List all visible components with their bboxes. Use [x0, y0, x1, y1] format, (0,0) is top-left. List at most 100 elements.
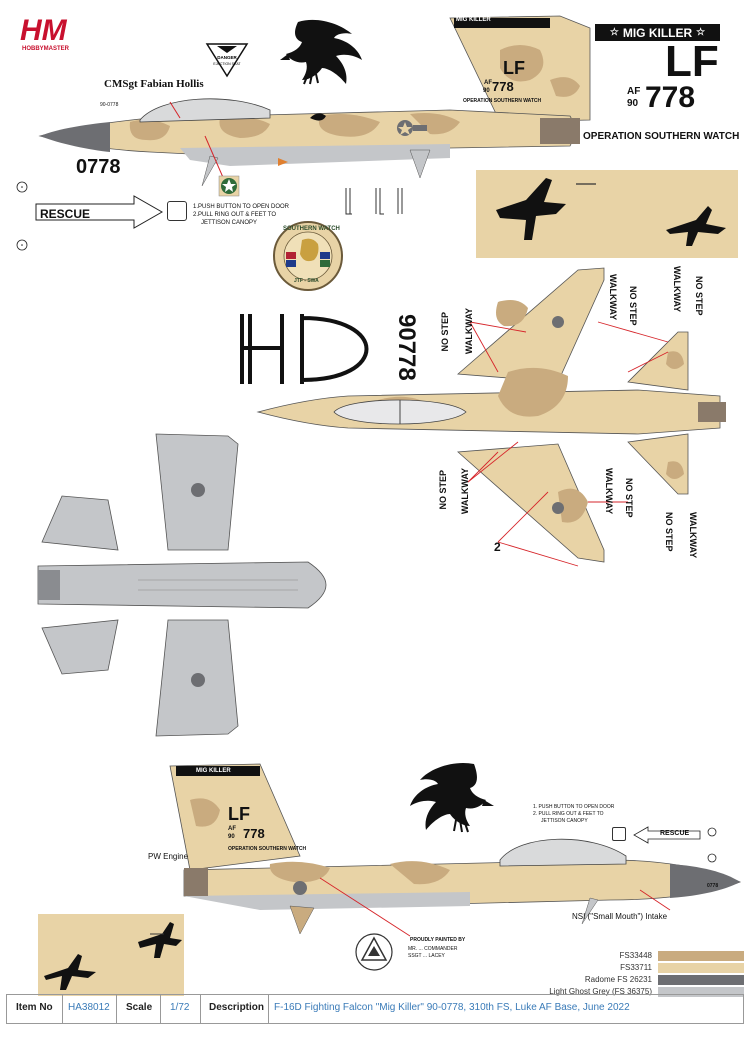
painter-names-2: SSGT ... LACEY — [408, 953, 445, 959]
painter-names-1: MR. ... COMMANDER — [408, 946, 458, 952]
serial-large: 778 — [645, 81, 696, 114]
danger-text: DANGER — [217, 55, 237, 60]
footer-divider — [200, 995, 201, 1023]
star-badge-icon — [218, 175, 240, 197]
rescue-step-2: 2.PULL RING OUT & FEET TO — [193, 212, 277, 218]
no-step-lower-left: NO STEP — [438, 470, 448, 510]
mig-killer-text: MIG KILLER — [622, 25, 693, 40]
nsi-intake-label: NSI ("Small Mouth") Intake — [572, 912, 668, 921]
af-label-large: AF — [627, 86, 641, 97]
painter-emblem — [355, 933, 393, 971]
proudly-painted-label: PROUDLY PAINTED BY — [410, 937, 466, 943]
year-on-fin: 90 — [483, 88, 490, 94]
af-on-fin-2: AF — [228, 826, 236, 832]
walkway-lower-right-1: WALKWAY — [604, 468, 614, 515]
af-on-fin: AF — [484, 80, 492, 86]
swatch-row: Light Ghost Grey (FS 36375) — [520, 986, 744, 997]
eagle-emblem-top — [280, 19, 362, 85]
serial-on-fin-2: 778 — [243, 826, 265, 841]
scale-value: 1/72 — [170, 1002, 190, 1013]
rescue-arrow-left-icon — [633, 826, 701, 844]
bracket-decals — [345, 188, 403, 215]
no-step-upper-left: NO STEP — [440, 312, 450, 352]
walkway-lower-right-2: WALKWAY — [688, 512, 698, 559]
operation-label-large: OPERATION SOUTHERN WATCH — [583, 131, 740, 142]
side-profile-top — [38, 15, 591, 187]
patch-bottom-text: JTF - SWA — [294, 278, 319, 284]
swatch-row: FS33711 — [520, 962, 744, 973]
aircraft-silhouettes-top — [496, 178, 726, 246]
nose-serial: 0778 — [76, 156, 121, 178]
walkway-upper-right-1: WALKWAY — [608, 274, 618, 321]
swatch-label: Light Ghost Grey (FS 36375) — [549, 987, 652, 996]
rescue-small-step-2: 2. PULL RING OUT & FEET TO — [533, 811, 604, 817]
year-on-fin-2: 90 — [228, 834, 235, 840]
swatch-label: FS33711 — [620, 963, 652, 972]
swatch-row: Radome FS 26231 — [520, 974, 744, 985]
mig-killer-on-fin: MIG KILLER — [456, 17, 491, 23]
mig-killer-banner: ☆ MIG KILLER ☆ — [595, 24, 720, 41]
walkway-upper-left: WALKWAY — [464, 308, 474, 355]
tail-code-on-fin-2: LF — [228, 804, 250, 824]
no-step-upper-right-2: NO STEP — [694, 276, 704, 316]
marker-circles — [16, 181, 28, 251]
footer-divider — [116, 995, 117, 1023]
rescue-door-box-small — [612, 827, 626, 841]
footer-divider — [160, 995, 161, 1023]
color-swatch-list: FS33448 FS33711 Radome FS 26231 Light Gh… — [520, 950, 744, 997]
swatch-label: Radome FS 26231 — [584, 975, 652, 984]
rescue-small-step-3: JETTISON CANOPY — [541, 818, 588, 824]
swatch-color — [658, 974, 744, 985]
tail-code-on-fin: LF — [503, 58, 525, 78]
rescue-small-step-1: 1. PUSH BUTTON TO OPEN DOOR — [533, 804, 615, 810]
operation-on-fin-2: OPERATION SOUTHERN WATCH — [228, 846, 307, 852]
star-icon: ☆ — [696, 27, 706, 38]
item-no-value: HA38012 — [68, 1002, 110, 1013]
refuel-stripe-decals — [240, 314, 369, 384]
top-plan-view — [256, 267, 726, 567]
nose-number-small: 0778 — [707, 883, 719, 889]
rescue-step-1: 1.PUSH BUTTON TO OPEN DOOR — [193, 204, 290, 210]
rescue-instructions-small: 1. PUSH BUTTON TO OPEN DOOR 2. PULL RING… — [533, 804, 614, 825]
upper-serial: 90778 — [393, 314, 420, 381]
crew-chief-name: CMSgt Fabian Hollis — [104, 78, 204, 90]
scale-label: Scale — [126, 1002, 153, 1013]
footer-table — [6, 994, 744, 1024]
star-icon: ☆ — [609, 27, 619, 38]
swatch-color — [658, 986, 744, 997]
swatch-color — [658, 962, 744, 973]
logo-sub: HOBBYMASTER — [22, 46, 70, 52]
serial-nose-small: 90-0778 — [100, 102, 119, 108]
walkway-lower-left: WALKWAY — [460, 468, 470, 515]
serial-on-fin: 778 — [492, 79, 514, 94]
mig-killer-on-fin-2: MIG KILLER — [196, 768, 231, 774]
walkway-upper-right-2: WALKWAY — [672, 266, 682, 313]
no-step-lower-right-1: NO STEP — [624, 478, 634, 518]
rescue-arrow-icon — [35, 195, 164, 229]
danger-triangle-icon: DANGER EJECTION SEAT — [205, 43, 249, 78]
rescue-step-3: JETTISON CANOPY — [201, 220, 258, 226]
logo-letters: HM — [20, 14, 68, 47]
rescue-instructions: 1.PUSH BUTTON TO OPEN DOOR 2.PULL RING O… — [193, 203, 289, 227]
rescue-label: RESCUE — [40, 207, 91, 221]
no-step-upper-right-1: NO STEP — [628, 286, 638, 326]
swatch-row: FS33448 — [520, 950, 744, 961]
southern-watch-patch — [273, 221, 343, 291]
bottom-plan-view — [37, 433, 327, 737]
painter-names: MR. ... COMMANDER SSGT ... LACEY — [408, 946, 468, 960]
eagle-emblem-bottom — [410, 762, 494, 833]
operation-on-fin: OPERATION SOUTHERN WATCH — [463, 98, 542, 104]
item-no-label: Item No — [16, 1002, 53, 1013]
footer-divider — [62, 995, 63, 1023]
marker-circles-bottom — [707, 827, 717, 863]
tail-code-large: LF — [665, 37, 719, 86]
description-label: Description — [209, 1002, 265, 1013]
year-label-large: 90 — [627, 98, 639, 109]
ejection-seat-text: EJECTION SEAT — [213, 62, 241, 66]
rescue-door-box — [167, 201, 187, 221]
patch-top-text: SOUTHERN WATCH — [283, 226, 340, 232]
footer-divider — [268, 995, 269, 1023]
rescue-label-small: RESCUE — [660, 830, 690, 837]
side-profile-bottom — [169, 763, 742, 937]
hobbymaster-logo: HM HOBBYMASTER — [20, 14, 70, 52]
